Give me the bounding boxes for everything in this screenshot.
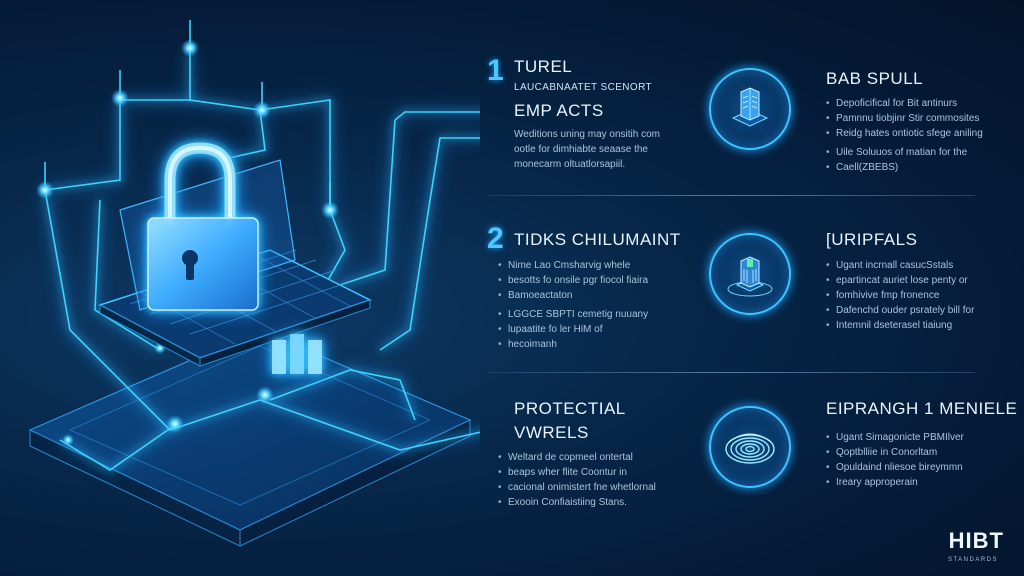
base-platform: [28, 329, 472, 547]
fingerprint-icon: [709, 406, 791, 488]
brand-tagline: STANDARDS: [947, 557, 998, 563]
list-item: Caell(ZBEBS): [826, 160, 983, 175]
paragraph-line: Weditions uning may onsitih com: [514, 129, 660, 140]
list-item: Opuldaind nliesoe bireymmn: [826, 460, 964, 475]
building-chip-icon: [709, 233, 791, 315]
list-item: Intemnil dseterasel tiaiung: [826, 318, 974, 333]
divider: [487, 195, 975, 196]
list-item: Exooin Confiaistiing Stans.: [498, 495, 656, 510]
list-item: beaps wher flite Coontur in: [498, 465, 656, 480]
list-item: lupaatite fo ler HiM of: [498, 322, 648, 337]
brand-logo: HIBT: [948, 528, 1004, 553]
section-title: TUREL: [514, 57, 573, 76]
side-title: EIPRANGH 1 MENIELE: [826, 399, 1018, 418]
side-title: BAB SPULL: [826, 69, 924, 88]
section-title: PROTECTIAL: [514, 399, 626, 418]
list-item: Ugant Simagonicte PBMIlver: [826, 430, 964, 445]
section-heading: VWRELS: [514, 423, 589, 442]
side-title: [URIPFALS: [826, 230, 918, 249]
side-bullet-list: Ugant incrnall casucSstals epartincat au…: [826, 258, 974, 333]
padlock-icon: [147, 142, 259, 311]
paragraph-line: monecarm oltuatlorsapiil.: [514, 159, 626, 170]
list-item: epartincat auriet lose penty or: [826, 273, 974, 288]
list-item: Depoficifical for Bit antinurs: [826, 96, 983, 111]
section-subtitle: LAUCABNAATET SCENORT: [514, 82, 653, 93]
section-bullet-list: Nime Lao Cmsharvig whele besotts fo onsi…: [498, 258, 648, 352]
tower-chip-icon: [709, 68, 791, 150]
step-number: 2: [487, 222, 504, 255]
server-blocks: [272, 334, 322, 374]
side-bullet-list: Depoficifical for Bit antinurs Pamnnu ti…: [826, 96, 983, 175]
list-item: fomhivive fmp fronence: [826, 288, 974, 303]
circuit-nodes: [36, 20, 339, 446]
divider: [487, 372, 975, 373]
list-item: Bamoeactaton: [498, 288, 648, 303]
paragraph-line: ootle for dimhiabte seaase the: [514, 144, 648, 155]
list-item: besotts fo onsile pgr fiocol fiaira: [498, 273, 648, 288]
list-item: cacional onimistert fne whetlornal: [498, 480, 656, 495]
list-item: hecoimanh: [498, 337, 648, 352]
section-heading: EMP ACTS: [514, 101, 604, 120]
side-bullet-list: Ugant Simagonicte PBMIlver Qoptblliie in…: [826, 430, 964, 490]
list-item: LGGCE SBPTI cemetig nuuany: [498, 307, 648, 322]
list-item: Ugant incrnall casucSstals: [826, 258, 974, 273]
list-item: Uile Soluuos of matian for the: [826, 145, 983, 160]
security-illustration: [28, 20, 480, 547]
list-item: Reidg hates ontiotic sfege aniling: [826, 126, 983, 141]
list-item: Pamnnu tiobjinr Stir commosites: [826, 111, 983, 126]
list-item: Dafenchd ouder psrately bill for: [826, 303, 974, 318]
list-item: Ireary approperain: [826, 475, 964, 490]
section-title: TIDKS CHILUMAINT: [514, 230, 681, 249]
section-paragraph: Weditions uning may onsitih com ootle fo…: [514, 127, 660, 172]
list-item: Qoptblliie in Conorltam: [826, 445, 964, 460]
list-item: Weltard de copmeel ontertal: [498, 450, 656, 465]
step-number: 1: [487, 54, 504, 87]
list-item: Nime Lao Cmsharvig whele: [498, 258, 648, 273]
section-bullet-list: Weltard de copmeel ontertal beaps wher f…: [498, 450, 656, 510]
